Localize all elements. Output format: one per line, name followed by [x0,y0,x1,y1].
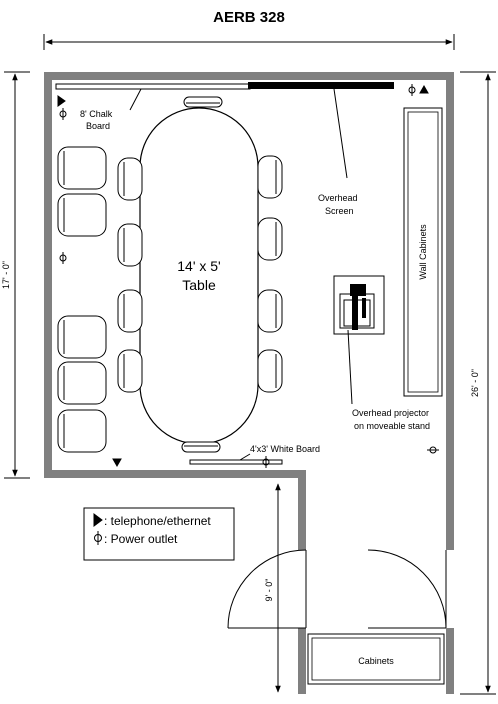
chairs [57,96,283,453]
white-board-label: 4'x3' White Board [250,444,320,454]
chair [257,217,283,261]
cabinets-label: Cabinets [358,656,394,666]
chair [57,409,107,453]
door-right [367,549,447,629]
chair [181,441,221,453]
chalk-board-label-2: Board [86,121,110,131]
corridor-dimension: 9' - 0" [264,483,281,693]
telephone-jack-icon [112,458,122,468]
wall-top [44,72,454,80]
chair [183,96,223,108]
legend: : telephone/ethernet : Power outlet [83,507,235,561]
power-outlet-icon [59,108,67,120]
chair [57,361,107,405]
white-board: 4'x3' White Board [189,444,320,465]
chair [117,289,143,333]
door-left [227,549,307,629]
wall-cabinets-label: Wall Cabinets [418,224,428,280]
telephone-jack-icon [57,95,66,107]
power-outlet-icon [59,252,67,264]
power-outlet-icon [427,446,439,454]
telephone-jacks [57,84,429,468]
title: AERB 328 [213,9,285,26]
wall-cabinets: Wall Cabinets [403,107,443,397]
chair [57,315,107,359]
table-label-2: Table [182,277,216,293]
cabinets: Cabinets [307,633,445,685]
left-dimension: 17' - 0" [1,71,30,479]
chair [257,155,283,199]
power-outlet-icon [262,456,270,468]
chair [57,146,107,190]
projector-label-1: Overhead projector [352,408,429,418]
chalk-board-label-1: 8' Chalk [80,109,113,119]
chair [257,289,283,333]
chair [57,193,107,237]
top-dimension [43,34,455,50]
left-dimension-label: 17' - 0" [1,261,11,289]
wall-bottom-left [44,470,306,478]
wall-right-lower [446,628,454,694]
wall-corridor-left [298,470,306,550]
legend-telephone: : telephone/ethernet [104,514,211,528]
telephone-jack-icon [419,84,429,94]
overhead-screen-label-1: Overhead [318,193,358,203]
wall-left [44,72,52,478]
walls [44,72,454,694]
overhead-screen: Overhead Screen [248,82,394,216]
telephone-legend-icon [93,513,103,527]
chair [117,157,143,201]
wall-right [446,72,454,550]
corridor-dimension-label: 9' - 0" [264,579,274,602]
projector-label-2: on moveable stand [354,421,430,431]
chair [117,223,143,267]
doors [227,549,447,629]
chair [117,349,143,393]
power-legend-icon [94,531,102,545]
conference-table: 14' x 5' Table [139,107,259,445]
wall-corridor-left-lower [298,628,306,694]
right-dimension: 26' - 0" [460,71,496,695]
chair [257,349,283,393]
overhead-screen-label-2: Screen [325,206,354,216]
power-outlet-icon [408,84,416,96]
legend-power: : Power outlet [104,532,178,546]
power-outlets [59,84,439,468]
table-label-1: 14' x 5' [177,258,220,274]
right-dimension-label: 26' - 0" [470,369,480,397]
overhead-projector: Overhead projector on moveable stand [333,275,430,431]
